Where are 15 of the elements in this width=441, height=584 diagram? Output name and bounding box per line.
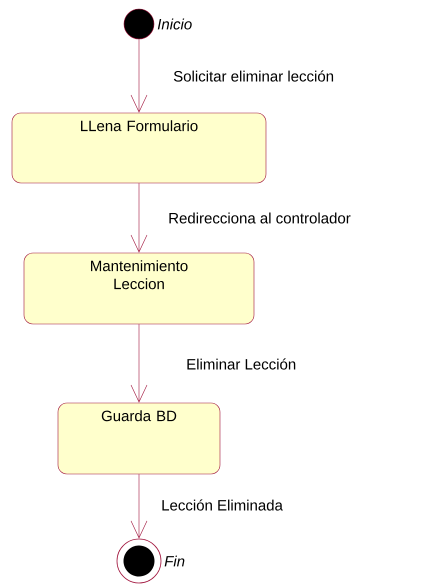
state-box: Guarda BD — [58, 402, 220, 474]
arrow — [130, 183, 148, 253]
edge-label: Redirecciona al controlador — [167, 212, 352, 225]
state-label: Inicio — [158, 18, 192, 30]
edge-label: Eliminar Lección — [185, 357, 298, 371]
arrow — [130, 474, 148, 539]
edge-label: Solicitar eliminar lección — [172, 69, 336, 83]
state-box: LLena Formulario — [12, 112, 266, 184]
state-label: Fin — [164, 556, 184, 566]
edge-label: Lección Eliminada — [160, 498, 284, 512]
end-state — [116, 538, 162, 584]
arrow — [130, 39, 148, 113]
state-box: Mantenimiento Leccion — [24, 252, 254, 324]
arrow — [130, 324, 148, 403]
start-state — [124, 8, 154, 40]
